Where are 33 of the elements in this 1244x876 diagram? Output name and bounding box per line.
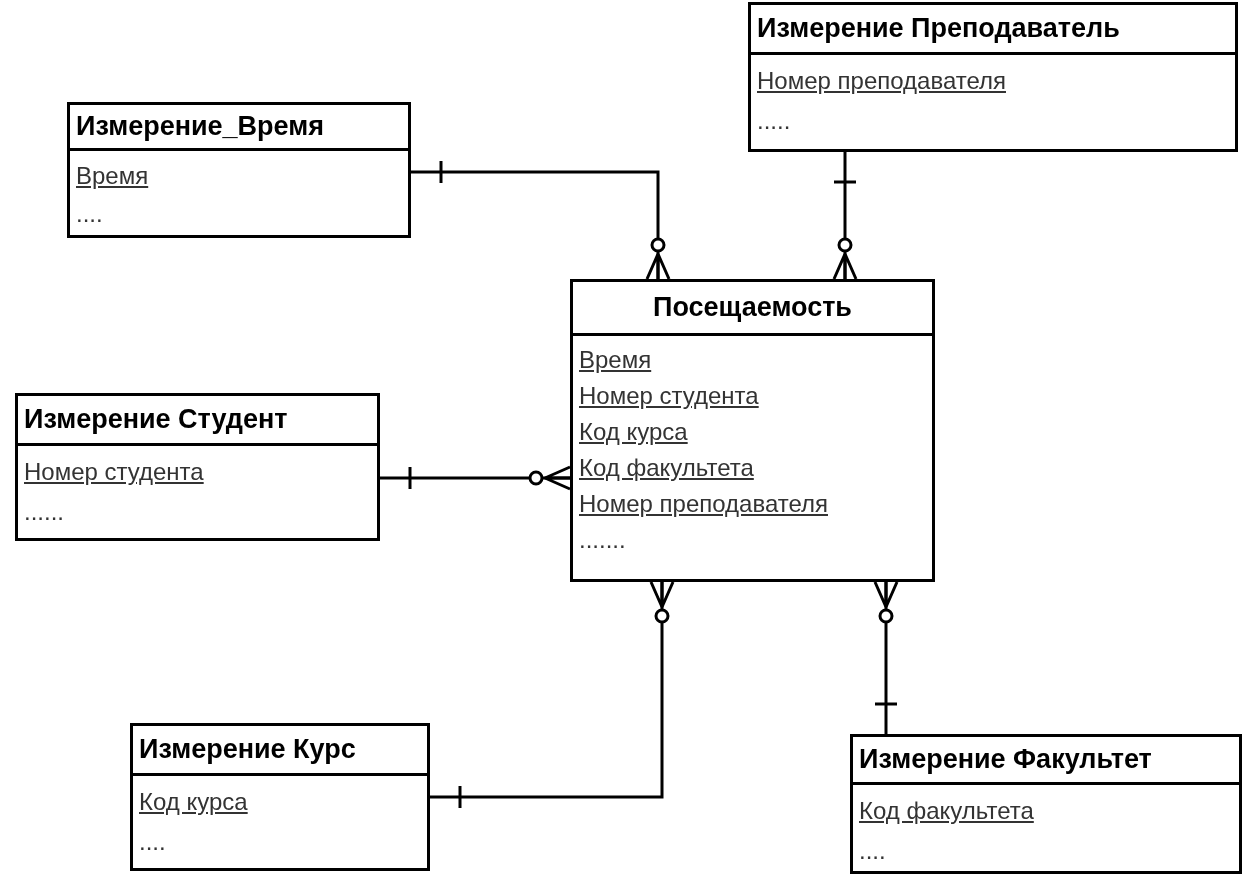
attribute-text: ....	[859, 836, 886, 866]
entity-title: Измерение Факультет	[859, 744, 1152, 775]
attribute-text: Номер преподавателя	[579, 489, 828, 519]
relationship-line	[411, 159, 671, 281]
attribute-text: Код курса	[139, 787, 248, 817]
attribute-text: ......	[24, 497, 64, 527]
attribute-text: Номер студента	[24, 457, 204, 487]
entity-title: Измерение Преподаватель	[757, 13, 1120, 44]
attribute-text: Код факультета	[859, 796, 1034, 826]
entity-box	[15, 393, 380, 541]
entity-box	[130, 723, 430, 871]
attribute-text: ....	[139, 827, 166, 857]
attribute-text: .....	[757, 106, 791, 136]
entity-title: Посещаемость	[653, 292, 852, 323]
entity-title: Измерение Курс	[139, 734, 356, 765]
entity-box	[748, 2, 1238, 152]
attribute-text: Номер преподавателя	[757, 66, 1006, 96]
attribute-text: ....	[76, 199, 103, 229]
relationship-line	[430, 580, 675, 810]
attribute-text: .......	[579, 525, 626, 555]
entity-box	[570, 279, 935, 582]
attribute-text: Код факультета	[579, 453, 754, 483]
relationship-line	[873, 580, 899, 734]
attribute-text: Время	[579, 345, 652, 375]
relationship-line	[380, 465, 572, 491]
entity-title: Измерение_Время	[76, 111, 324, 142]
attribute-text: Время	[76, 161, 149, 191]
entity-title: Измерение Студент	[24, 404, 288, 435]
attribute-text: Код курса	[579, 417, 688, 447]
relationship-line	[832, 152, 858, 281]
attribute-text: Номер студента	[579, 381, 759, 411]
entity-box	[850, 734, 1242, 874]
entity-box	[67, 102, 411, 238]
